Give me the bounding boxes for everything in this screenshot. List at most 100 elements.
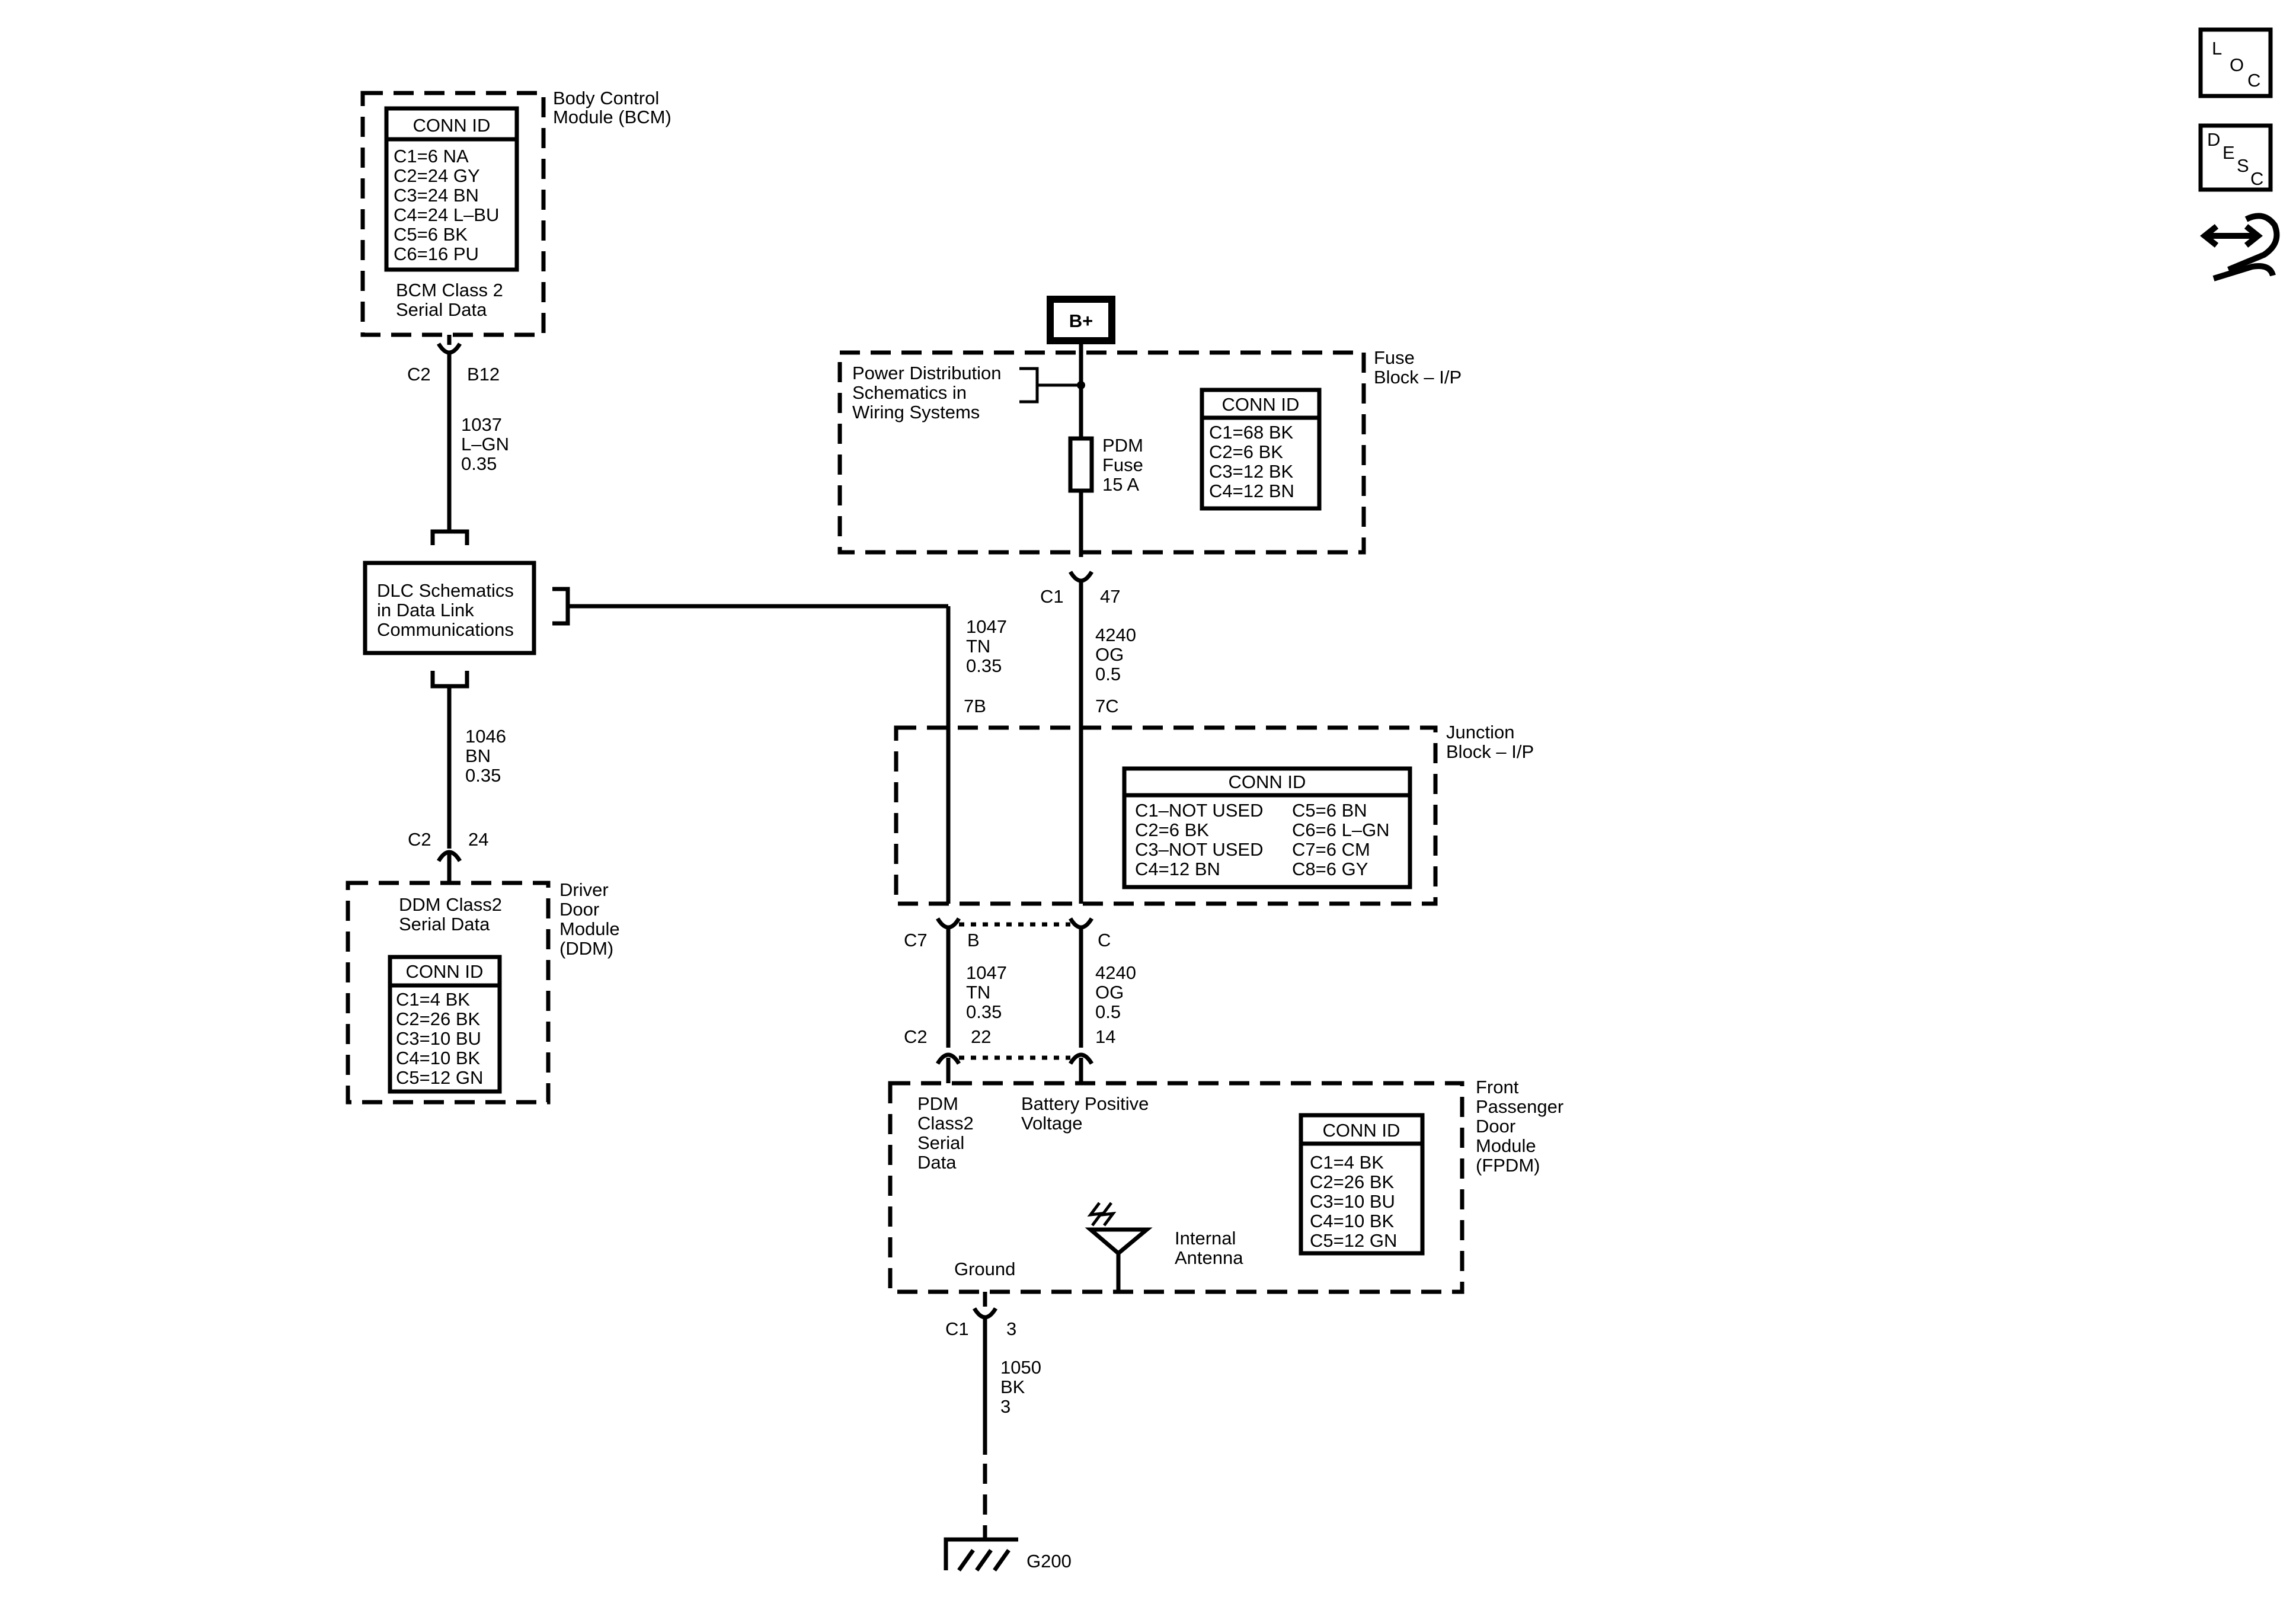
fpdm-gnd-pin-label: 3 [1006, 1318, 1016, 1339]
ddm-name-line3: Module [559, 918, 620, 939]
fuse-block-name-line1: Fuse [1374, 347, 1415, 368]
fpdm-conn-id-title: CONN ID [1323, 1120, 1400, 1141]
wire-1037-color: L–GN [461, 434, 509, 454]
wrench-arrows-icon[interactable] [2199, 213, 2280, 281]
splice-dot [1077, 381, 1085, 389]
dlc-reference[interactable]: DLC Schematics in Data Link Communicatio… [363, 561, 536, 655]
fpdm-conn-c1: C1=4 BK [1310, 1152, 1384, 1173]
ddm-pin-label: 24 [468, 829, 488, 850]
bcm-func-line1: BCM Class 2 [396, 280, 503, 300]
pd-ref-line1: Power Distribution [852, 363, 1002, 383]
fuse-block-conn-id-title: CONN ID [1222, 394, 1300, 415]
fuse-block-name-line2: Block – I/P [1374, 367, 1462, 388]
bcm-func-line2: Serial Data [396, 299, 487, 320]
fpdm-connector-label: C2 [904, 1026, 928, 1047]
wire-4240-top-color: OG [1095, 644, 1124, 665]
fuse-block-conn-c1: C1=68 BK [1209, 422, 1294, 443]
ddm-connector-label: C2 [408, 829, 431, 850]
fpdm-pin-14: 14 [1095, 1026, 1115, 1047]
fpdm-conn-c5: C5=12 GN [1310, 1230, 1397, 1251]
fpdm-ground-label: Ground [954, 1259, 1015, 1279]
loc-letter-l: L [2212, 38, 2222, 59]
loc-icon-frame [2198, 27, 2273, 98]
junction-block-boundary [894, 725, 1438, 906]
wire-4240-top-size: 0.5 [1095, 664, 1121, 684]
ddm-connector-c2: C2 24 [408, 829, 488, 883]
wire-4240-bottom-size: 0.5 [1095, 1001, 1121, 1022]
fpdm-gnd-connector-label: C1 [945, 1318, 969, 1339]
ddm-boundary [346, 881, 551, 1105]
bcm-conn-c6: C6=16 PU [394, 244, 479, 264]
wire-1046-size: 0.35 [465, 765, 501, 786]
ddm-conn-c1: C1=4 BK [396, 989, 470, 1010]
ddm-func-line2: Serial Data [399, 914, 490, 934]
fpdm-func-a-line1: PDM [917, 1093, 958, 1114]
power-distribution-reference[interactable]: Power Distribution Schematics in Wiring … [852, 363, 1002, 422]
ddm-name-line2: Door [559, 899, 599, 920]
fuse-block-connector-c1: C1 47 [1040, 571, 1120, 607]
dlc-side-bracket [552, 587, 570, 626]
dlc-box [363, 561, 536, 655]
fpdm-module: Front Passenger Door Module (FPDM) PDM C… [888, 1077, 1563, 1294]
fuse-label-line3: 15 A [1102, 474, 1139, 495]
fpdm-name-line2: Passenger [1476, 1096, 1563, 1117]
pd-ref-line2: Schematics in [852, 382, 967, 403]
junction-conn-c6: C6=6 L–GN [1292, 820, 1390, 840]
junction-block-name-line1: Junction [1446, 722, 1514, 742]
ddm-conn-id-box [388, 955, 502, 1094]
battery-label: B+ [1069, 311, 1093, 331]
junction-pin-7c: 7C [1095, 696, 1119, 716]
wire-1050-number: 1050 [1000, 1357, 1041, 1378]
pdm-fuse-symbol [1068, 436, 1094, 493]
fuse-block-conn-c2: C2=6 BK [1209, 441, 1283, 462]
desc-letter-c: C [2250, 168, 2263, 189]
wire-1037-size: 0.35 [461, 453, 497, 474]
ddm-conn-c5: C5=12 GN [396, 1067, 483, 1088]
wire-1047-bottom-number: 1047 [966, 962, 1007, 983]
junction-conn-c4: C4=12 BN [1135, 859, 1220, 879]
wire-1046-color: BN [465, 745, 491, 766]
fuse-block-conn-id-box [1200, 388, 1322, 511]
dlc-bottom-bracket [430, 671, 469, 689]
fuse-label-line1: PDM [1102, 435, 1143, 456]
wire-1047-top-color: TN [966, 636, 990, 657]
ddm-func-line1: DDM Class2 [399, 894, 502, 915]
fuse-label-line2: Fuse [1102, 454, 1143, 475]
ground-ref-label: G200 [1027, 1551, 1072, 1571]
wire-4240-bottom-number: 4240 [1095, 962, 1136, 983]
ground-g200-icon [944, 1537, 1018, 1572]
junction-conn-c1: C1–NOT USED [1135, 800, 1264, 821]
bcm-connector-label: C2 [407, 364, 431, 385]
bcm-name-line1: Body Control [553, 88, 659, 108]
bcm-conn-c3: C3=24 BN [394, 185, 479, 206]
desc-button[interactable]: D E S C [2198, 123, 2273, 192]
fpdm-func-a-line2: Class2 [917, 1113, 974, 1134]
antenna-label-line1: Internal [1175, 1228, 1236, 1249]
wire-1037-number: 1037 [461, 414, 502, 435]
dlc-top-bracket [430, 529, 469, 545]
fpdm-connector-c2: C2 22 14 [904, 1026, 1115, 1083]
desc-letter-e: E [2223, 142, 2235, 163]
bcm-module: Body Control Module (BCM) CONN ID C1=6 N… [360, 88, 671, 337]
fpdm-func-a-line4: Data [917, 1152, 957, 1173]
dlc-label-line2: in Data Link [377, 600, 474, 620]
loc-letter-o: O [2230, 55, 2244, 75]
junction-block-name-line2: Block – I/P [1446, 741, 1534, 762]
internal-antenna-icon [1085, 1202, 1153, 1292]
junction-conn-id-box [1122, 766, 1412, 889]
fpdm-name-line1: Front [1476, 1077, 1519, 1097]
fpdm-name-line5: (FPDM) [1476, 1155, 1540, 1176]
bcm-conn-c1: C1=6 NA [394, 146, 469, 167]
fpdm-name-line4: Module [1476, 1135, 1536, 1156]
wire-4240-bottom-color: OG [1095, 982, 1124, 1003]
loc-button[interactable]: L O C [2198, 27, 2273, 98]
fpdm-name-line3: Door [1476, 1116, 1515, 1137]
wire-4240-top-number: 4240 [1095, 625, 1136, 645]
fpdm-pin-22: 22 [971, 1026, 991, 1047]
ddm-name-line4: (DDM) [559, 938, 613, 959]
bcm-conn-id-title: CONN ID [413, 115, 491, 136]
fpdm-func-b-line1: Battery Positive [1021, 1093, 1149, 1114]
wire-1050-color: BK [1000, 1377, 1025, 1397]
junction-conn-c5: C5=6 BN [1292, 800, 1367, 821]
wire-1047-top-size: 0.35 [966, 655, 1002, 676]
